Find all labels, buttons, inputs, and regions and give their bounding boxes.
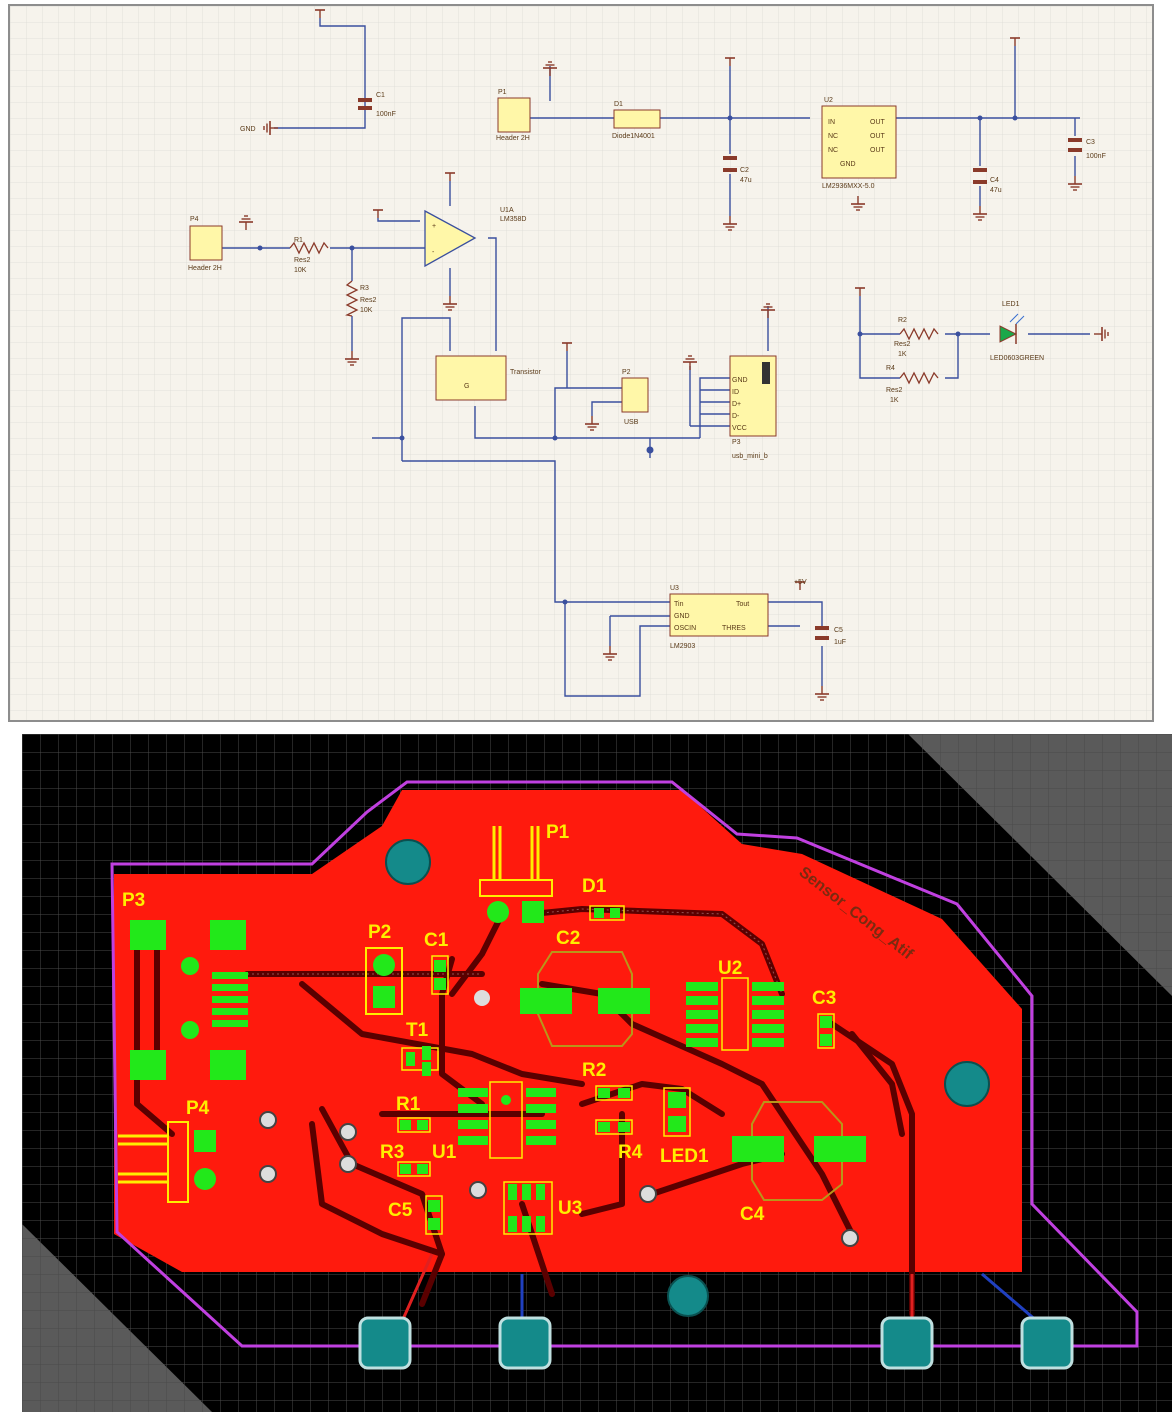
r3-value: 10K [360,307,373,314]
r4-value: 1K [890,397,899,404]
schematic-components: C1 100nF GND P1 Header 2H D1 Diode1N4001… [188,89,1106,650]
u2-nc-2: NC [828,147,838,154]
u3-part: LM2903 [670,643,695,650]
d1-part: Diode1N4001 [612,133,655,140]
u2-nc-1: NC [828,133,838,140]
schematic-canvas: C1 100nF GND P1 Header 2H D1 Diode1N4001… [10,6,1152,720]
c2-value: 47u [740,177,752,184]
t1-part: Transistor [510,369,542,376]
d1-ref: D1 [614,101,623,108]
silk-c1: C1 [424,930,449,951]
p3-vcc: VCC [732,425,747,432]
u2-out-2: OUT [870,133,886,140]
u3-tin: Tin [674,601,684,608]
silk-r1: R1 [396,1094,421,1115]
p3-dminus: D- [732,413,740,420]
r4-ref: R4 [886,365,895,372]
r2-ref: R2 [898,317,907,324]
u3-thres: THRES [722,625,746,632]
c4-value: 47u [990,187,1002,194]
silk-p2: P2 [368,922,391,943]
pcb-canvas: P1 D1 P2 C1 C2 P3 U2 C3 T1 R2 R1 P4 R3 U… [22,734,1172,1412]
u3-osc: OSCIN [674,625,696,632]
p1-part: Header 2H [496,135,530,142]
c3-ref: C3 [1086,139,1095,146]
silk-u1: U1 [432,1142,457,1163]
silk-d1: D1 [582,876,607,897]
r1-part: Res2 [294,257,310,264]
r1-value: 10K [294,267,307,274]
p2-part: USB [624,419,639,426]
silk-c5: C5 [388,1200,413,1221]
silk-r4: R4 [618,1142,643,1163]
r4-part: Res2 [886,387,902,394]
p2-ref: P2 [622,369,631,376]
footprints [118,826,866,1247]
r3-part: Res2 [360,297,376,304]
u2-out-3: OUT [870,147,886,154]
silk-r3: R3 [380,1142,404,1163]
silk-led1: LED1 [660,1146,709,1167]
p3-id: ID [732,389,739,396]
copper-pour [114,790,1022,1272]
c1-value: 100nF [376,111,396,118]
u1-ref: U1A [500,207,514,214]
c4-ref: C4 [990,177,999,184]
led-part: LED0603GREEN [990,355,1044,362]
c1-ref: C1 [376,92,385,99]
p4-ref: P4 [190,216,199,223]
silk-t1: T1 [406,1020,429,1041]
u2-part: LM2936MXX-5.0 [822,183,875,190]
silk-c2: C2 [556,928,580,949]
u2-gnd: GND [840,161,856,168]
led-ref: LED1 [1002,301,1020,308]
p3-part: usb_mini_b [732,453,768,460]
silk-p3: P3 [122,890,145,911]
silk-u3: U3 [558,1198,582,1219]
u2-in: IN [828,119,835,126]
u2-ref: U2 [824,97,833,104]
silk-c4: C4 [740,1204,765,1225]
silk-c3: C3 [812,988,836,1009]
p1-ref: P1 [498,89,507,96]
u1-plus: + [432,223,436,230]
mounting-holes [385,839,990,1317]
c2-ref: C2 [740,167,749,174]
p3-gnd: GND [732,377,748,384]
gnd-label: GND [240,126,256,133]
silk-p1: P1 [546,822,570,843]
edge-pads [358,1316,1074,1370]
silk-r2: R2 [582,1060,606,1081]
r2-value: 1K [898,351,907,358]
r1-ref: R1 [294,237,303,244]
schematic-wires [222,18,1090,697]
u3-ref: U3 [670,585,679,592]
c3-value: 100nF [1086,153,1106,160]
silk-p4: P4 [186,1098,210,1119]
p4-part: Header 2H [188,265,222,272]
p3-ref: P3 [732,439,741,446]
c5-value: 1uF [834,639,846,646]
p3-dplus: D+ [732,401,741,408]
u1-part: LM358D [500,216,526,223]
u3-tout: Tout [736,601,749,608]
silk-u2: U2 [718,958,742,979]
v5-label: +5V [794,579,807,586]
u1-minus: - [432,249,435,256]
u3-gnd: GND [674,613,690,620]
r2-part: Res2 [894,341,910,348]
pcb-view: P1 D1 P2 C1 C2 P3 U2 C3 T1 R2 R1 P4 R3 U… [22,734,1172,1412]
u2-out-1: OUT [870,119,886,126]
schematic-view: C1 100nF GND P1 Header 2H D1 Diode1N4001… [8,4,1154,722]
r3-ref: R3 [360,285,369,292]
c5-ref: C5 [834,627,843,634]
t1-pin: G [464,383,469,390]
